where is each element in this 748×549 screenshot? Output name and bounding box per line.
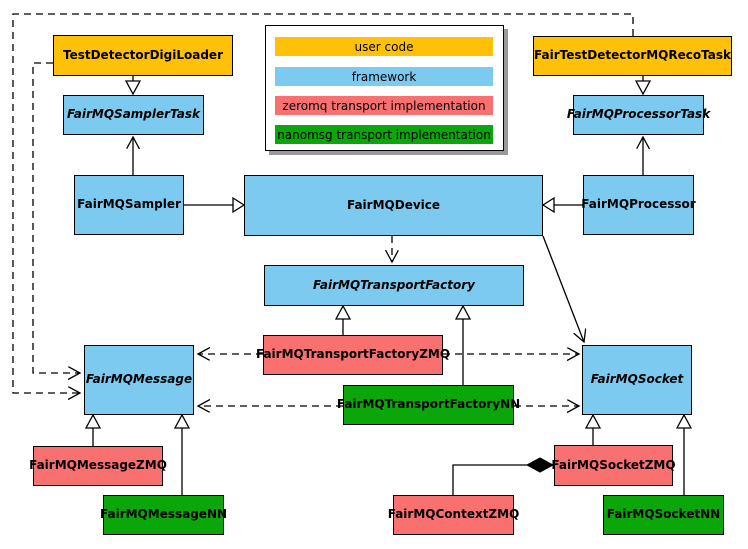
class-box-fairmqprocessortask: FairMQProcessorTask [567,95,710,135]
edge-socketzmq-inherits-socket [584,413,602,445]
edge-digiloader-inherits-samplertask [124,76,142,96]
class-box-fairmqsocketnn: FairMQSocketNN [603,495,724,535]
edge-socketnn-inherits-socket [675,413,693,495]
class-box-testdetectordigiloader: TestDetectorDigiLoader [53,35,233,76]
class-box-fairmqdevice: FairMQDevice [244,175,543,236]
edge-recotask-to-message-dashed [12,13,634,393]
edge-sampler-inherits-device [184,196,246,214]
edge-socketzmq-composes-contextzmq [452,457,555,495]
edge-recotask-inherits-processortask [634,76,652,96]
edge-processor-inherits-device [541,196,583,214]
class-box-fairmqmessage: FairMQMessage [84,345,194,415]
edge-messagezmq-inherits-message [84,413,102,446]
class-box-fairmqmessagezmq: FairMQMessageZMQ [29,446,167,486]
edge-factoryzmq-inherits-factory [334,304,352,335]
class-box-fairmqsocket: FairMQSocket [582,345,692,415]
class-box-fairmqsamplertask: FairMQSamplerTask [63,95,204,135]
class-box-fairmqmessagenn: FairMQMessageNN [100,495,227,535]
edge-messagenn-inherits-message [173,413,191,495]
legend-item-nanomsg: nanomsg transport implementation [275,125,493,144]
edge-device-to-socket [542,235,584,342]
class-box-fairmqtransportfactoryzmq: FairMQTransportFactoryZMQ [256,335,450,375]
class-box-fairmqprocessor: FairMQProcessor [581,175,696,235]
class-box-fairtestdetectormqrecotask: FairTestDetectorMQRecoTask [533,36,732,76]
class-box-fairmqcontextzmq: FairMQContextZMQ [388,495,519,535]
edge-factorynn-inherits-factory [454,304,472,385]
legend: user code framework zeromq transport imp… [265,25,504,151]
legend-item-zeromq: zeromq transport implementation [275,96,493,115]
class-box-fairmqtransportfactory: FairMQTransportFactory [264,265,524,306]
class-box-fairmqsampler: FairMQSampler [74,175,184,235]
class-box-fairmqsocketzmq: FairMQSocketZMQ [551,445,676,486]
edge-digiloader-to-message-dashed [32,62,80,373]
legend-item-user-code: user code [275,37,493,56]
class-box-fairmqtransportfactorynn: FairMQTransportFactoryNN [337,385,520,425]
legend-item-framework: framework [275,67,493,86]
